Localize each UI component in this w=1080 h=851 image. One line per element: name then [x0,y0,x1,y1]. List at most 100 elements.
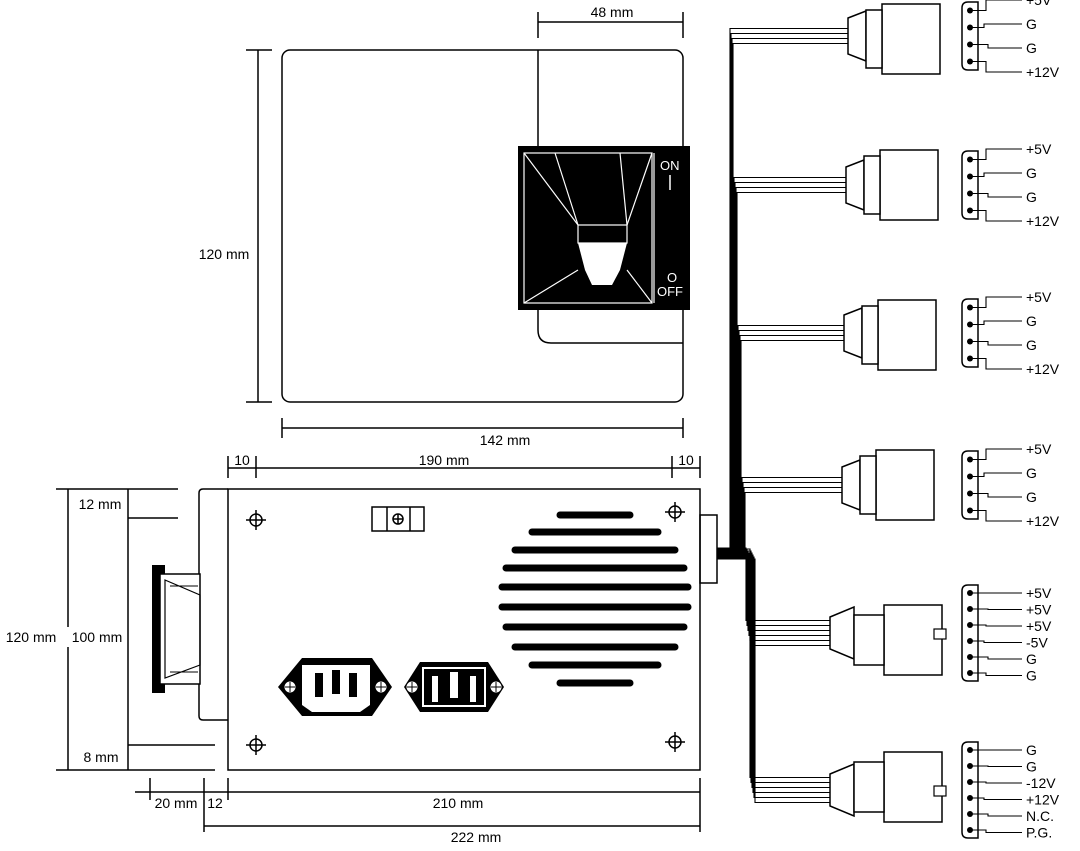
pin-label: P.G. [1026,825,1052,841]
pin-lead [970,357,1022,370]
pin-label: G [1026,489,1037,505]
pin-label: +5V [1026,289,1052,305]
pin-label: +5V [1026,618,1052,634]
pin-lead [970,608,1022,611]
top-offset-label: 12 mm [79,496,122,512]
pinout-box [961,584,979,682]
connector-latch [933,628,947,640]
pin-label: G [1026,465,1037,481]
pin-label: G [1026,651,1037,667]
connector-neck [841,458,861,512]
connector-4: +5V GG +12V [841,441,1060,529]
top-width-label: 142 mm [480,432,531,448]
pin-label: -12V [1026,775,1056,791]
pin-label: G [1026,668,1037,684]
pin-lead [970,624,1022,627]
fan-height-label: 100 mm [72,629,123,645]
connector-neck [829,762,855,818]
connectors: +5VGG+12V+5VGG+12V+5VGG+12V+5VGG+12V+5V+… [829,0,1060,841]
pin-label: +12V [1026,64,1060,80]
pin-label: +12V [1026,513,1060,529]
connector-neck [845,158,865,212]
top-height-label: 120 mm [199,246,250,262]
side-span-label: 190 mm [419,452,470,468]
wire [717,552,830,789]
connector-body [883,751,943,823]
pin-lead [970,448,1022,461]
connector-collar [859,455,877,515]
pin-lead [970,797,1022,801]
pin-label: +5V [1026,602,1052,618]
wire [717,554,830,794]
pinout-box [961,450,979,520]
pin-lead [970,813,1022,817]
pin-lead [970,781,1022,784]
pin-lead [970,340,1022,346]
pinout-box [961,741,979,839]
ac-outlet-socket [404,662,504,712]
switch-off-label: OFF [657,284,683,299]
wire [717,556,830,799]
pin-label: +5V [1026,0,1052,8]
connector-collar [853,614,885,666]
pin-lead [970,672,1022,677]
connector-body [883,604,943,676]
pin-lead [970,509,1022,522]
pin-label: G [1026,16,1037,32]
wire [717,553,830,637]
connector-neck [843,306,863,360]
side-margin-right-label: 10 [678,452,694,468]
pinout-box [961,150,979,220]
ac-inlet-socket [278,658,392,716]
total-length-label: 222 mm [451,829,502,845]
pin-label: N.C. [1026,808,1054,824]
pin-label: G [1026,189,1037,205]
connector-neck [829,605,855,661]
side-height-label: 120 mm [6,629,57,645]
pin-label: G [1026,742,1037,758]
power-switch [518,146,690,310]
pin-lead [970,765,1022,768]
pin-lead [970,492,1022,498]
pin-lead [970,23,1022,29]
connector-neck [847,9,867,63]
pin-lead [970,296,1022,309]
pin-lead [970,60,1022,73]
wire [717,548,830,779]
switch-off-symbol: O [667,270,677,285]
pin-lead [970,320,1022,326]
pin-label: +12V [1026,361,1060,377]
switch-housing-outline [537,50,683,344]
pin-label: +12V [1026,792,1060,808]
front-flange [198,488,228,721]
pin-label: +5V [1026,441,1052,457]
connector-collar [865,9,883,69]
pin-lead [970,0,1022,12]
pin-lead [970,192,1022,198]
wire [717,551,830,632]
connector-body [881,3,941,75]
pin-lead [970,172,1022,178]
fan-depth-label: 20 mm [155,795,198,811]
connector-latch [933,785,947,797]
pin-label: G [1026,313,1037,329]
voltage-selector [371,506,425,532]
wire [717,186,846,554]
wire [717,550,830,784]
pin-lead [970,640,1022,644]
connector-collar [863,155,881,215]
pin-label: G [1026,165,1037,181]
connector-collar [861,305,879,365]
connector-collar [853,761,885,813]
bottom-offset-label: 8 mm [84,749,119,765]
pin-lead [970,472,1022,478]
pinout-box [961,298,979,368]
switch-on-label: ON [660,158,680,173]
pin-lead [970,43,1022,49]
pin-lead [970,829,1022,834]
